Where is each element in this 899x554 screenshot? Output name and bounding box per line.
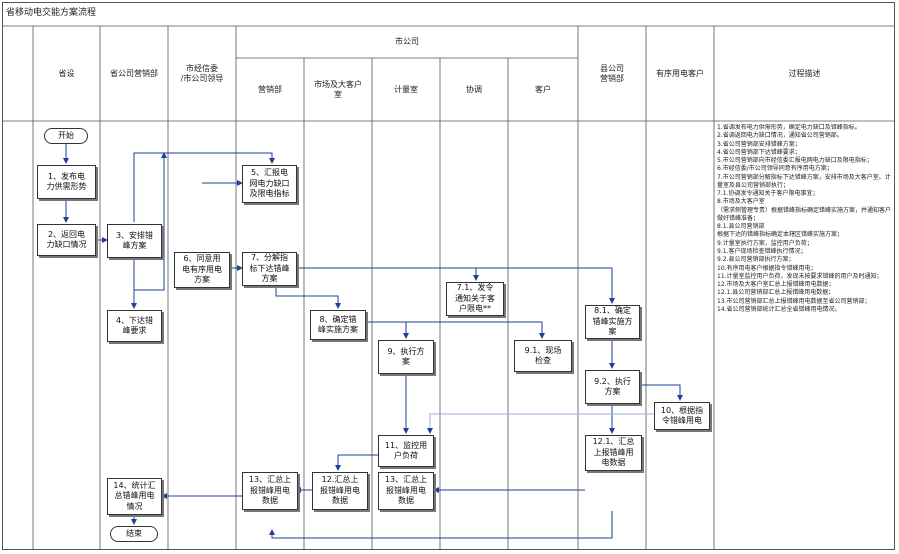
arrow-n11-n12	[335, 454, 380, 471]
lane-header-provincial-marketing: 省公司营销部	[110, 68, 158, 78]
arrow-n7-n71	[297, 267, 479, 281]
lane-header-market-customer: 市场及大客户 室	[314, 79, 362, 99]
step-10-node: 10、根据指 令错峰用电	[654, 402, 710, 430]
arrow-n92-n10	[639, 384, 683, 401]
start-node: 开始	[44, 128, 88, 144]
lane-header-coordination: 协调	[466, 84, 482, 94]
step-9-node: 9、执行方 案	[378, 340, 434, 374]
arrow-n8-n91	[406, 321, 545, 339]
step-9-1-node: 9.1、现场 检查	[514, 340, 572, 372]
step-6-node: 6、同意用 电有序用电 方案	[174, 252, 230, 288]
arrow-n7-n81	[476, 267, 615, 304]
lane-header-city-leadership: 市经信委 /市公司领导	[180, 63, 224, 83]
step-7-node: 7、分解指 标下达错峰 方案	[242, 252, 297, 286]
arrow-n4-n3	[134, 152, 167, 291]
step-5-node: 5、汇报电 网电力缺口 及限电指标	[242, 165, 297, 203]
arrow-n121-n14	[269, 511, 613, 539]
lane-header-provincial-dispatch: 省设	[58, 68, 75, 78]
end-node: 结束	[110, 526, 158, 542]
arrow-n10-n11	[427, 413, 654, 434]
step-8-node: 8、确定错 峰实施方案	[310, 310, 366, 340]
step-3-node: 3、安排错 峰方案	[107, 224, 162, 258]
lane-header-county-marketing: 县公司 营销部	[600, 63, 624, 83]
lane-header-metering: 计量室	[394, 84, 418, 94]
step-8-1-node: 8.1、确定 错峰实施方 案	[585, 305, 640, 339]
step-7-1-node: 7.1、发令 通知关于客 户限电**	[446, 282, 504, 316]
lane-header-process-description: 过程描述	[788, 68, 821, 78]
step-14-node: 14、统计汇 总错峰用电 情况	[107, 478, 162, 515]
step-13-node: 13、汇总上 报错峰用电 数据	[242, 472, 298, 510]
step-12-1-node: 12.1、汇总 上报错峰用 电数据	[585, 435, 642, 471]
arrow-n3-n5	[133, 152, 275, 222]
step-12-node: 12.汇总上 报错峰用电 数据	[312, 472, 368, 510]
arrow-n7-n8	[275, 286, 341, 309]
lane-header-city-marketing: 营销部	[258, 84, 282, 94]
step-13-metering-node: 13、汇总上 报错峰用电 数据	[378, 472, 434, 510]
lane-header-orderly-customer: 有序用电客户	[656, 68, 704, 78]
step-11-node: 11、监控用 户负荷	[378, 435, 434, 467]
lane-group-city-company: 市公司	[395, 37, 419, 46]
step-2-node: 2、返回电 力缺口情况	[37, 224, 96, 256]
step-1-node: 1、发布电 力供需形势	[37, 165, 96, 199]
lane-header-customer: 客户	[535, 84, 551, 94]
step-9-2-node: 9.2、执行 方案	[585, 370, 640, 404]
process-description-text: 1.省调发布电力供需形势，确定电力缺口及错峰指标。 2.省调返回电力缺口情况，通…	[717, 124, 891, 313]
diagram-title: 省移动电交能方案流程	[6, 8, 97, 18]
step-4-node: 4、下达错 峰要求	[107, 310, 162, 342]
